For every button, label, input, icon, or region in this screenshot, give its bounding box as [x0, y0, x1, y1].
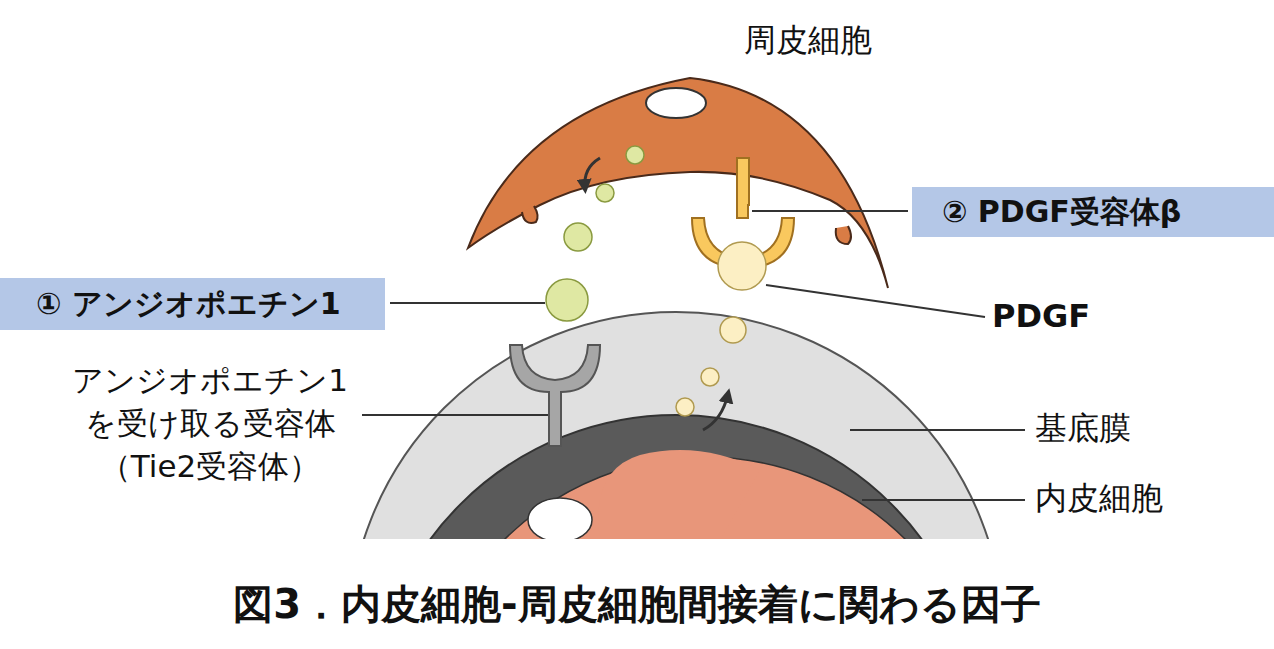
endothelial-nucleus: [528, 498, 592, 540]
callout-label: ② PDGF受容体β: [942, 192, 1181, 233]
pericyte-nucleus: [646, 88, 706, 118]
factor-label: PDGF: [992, 296, 1090, 338]
callout-box: ② PDGF受容体β: [912, 187, 1274, 237]
angiopoietin-dots: [546, 146, 644, 321]
part-label: 内皮細胞: [1035, 478, 1163, 520]
secretion-arrow: [703, 394, 728, 430]
tie2-receptor: [510, 345, 600, 446]
pericyte: [468, 78, 888, 288]
callout-label: ① アンジオポエチン1: [36, 284, 341, 325]
cell-label: 周皮細胞: [744, 20, 872, 62]
figure-caption: 図3．内皮細胞-周皮細胞間接着に関わる因子: [233, 578, 1040, 630]
pdgf-dots: [676, 242, 766, 416]
secretion-arrow: [585, 158, 600, 188]
callout-box: ① アンジオポエチン1: [0, 278, 385, 330]
part-label: 基底膜: [1035, 408, 1131, 450]
endothelial-cell: [371, 415, 981, 540]
pdgf-receptor: [737, 158, 749, 218]
receptor-label: アンジオポエチン1 を受け取る受容体 （Tie2受容体）: [40, 359, 380, 488]
leader-lines: [362, 211, 1025, 500]
